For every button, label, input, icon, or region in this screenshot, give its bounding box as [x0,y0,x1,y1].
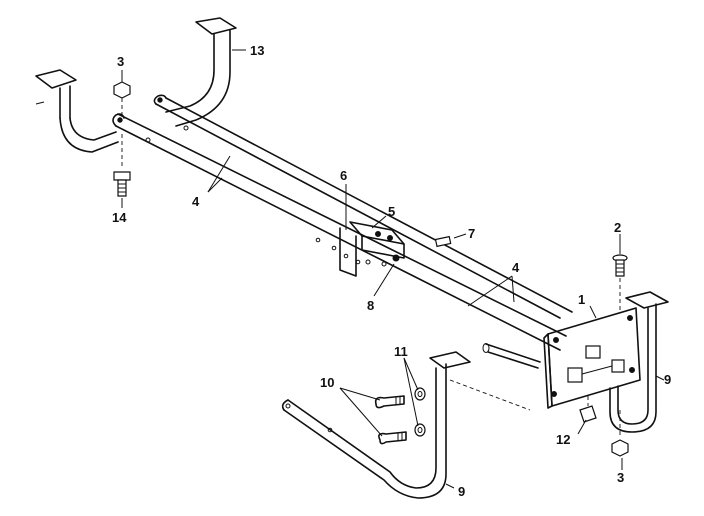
left-hanger-bracket [35,69,119,153]
callout-13: 13 [250,43,264,58]
pipe-section [449,343,541,411]
callout-12: 12 [556,432,570,447]
callout-7: 7 [468,226,475,241]
carriage-bolts-10 [374,395,407,445]
bolt-2 [612,254,628,310]
center-clamp [339,221,405,277]
callout-5: 5 [388,204,395,219]
clip-12 [579,396,597,423]
mounting-plate-1 [543,307,641,409]
callout-6: 6 [340,168,347,183]
callout-4-right: 4 [512,260,520,275]
callout-3-bottom: 3 [617,470,624,485]
callout-1: 1 [578,292,585,307]
nut-3-left [113,81,131,168]
callout-10: 10 [320,375,334,390]
bolt-7 [434,233,467,248]
callout-9-bottom: 9 [458,484,465,499]
callout-14: 14 [112,210,127,225]
callout-3-top: 3 [117,54,124,69]
long-rail-front [112,97,567,351]
callout-8: 8 [367,298,374,313]
nut-3-right [611,410,629,457]
callout-4-left: 4 [192,194,200,209]
bolt-14 [113,171,131,197]
callout-11: 11 [394,344,408,359]
right-hanger-9 [609,291,669,433]
callout-9-right: 9 [664,372,671,387]
rear-hanger-13 [165,17,237,127]
long-rail-rear [153,94,573,319]
callout-2: 2 [614,220,621,235]
front-hanger-9 [281,351,471,499]
leader-lines [121,49,665,489]
washers-11 [414,387,426,437]
